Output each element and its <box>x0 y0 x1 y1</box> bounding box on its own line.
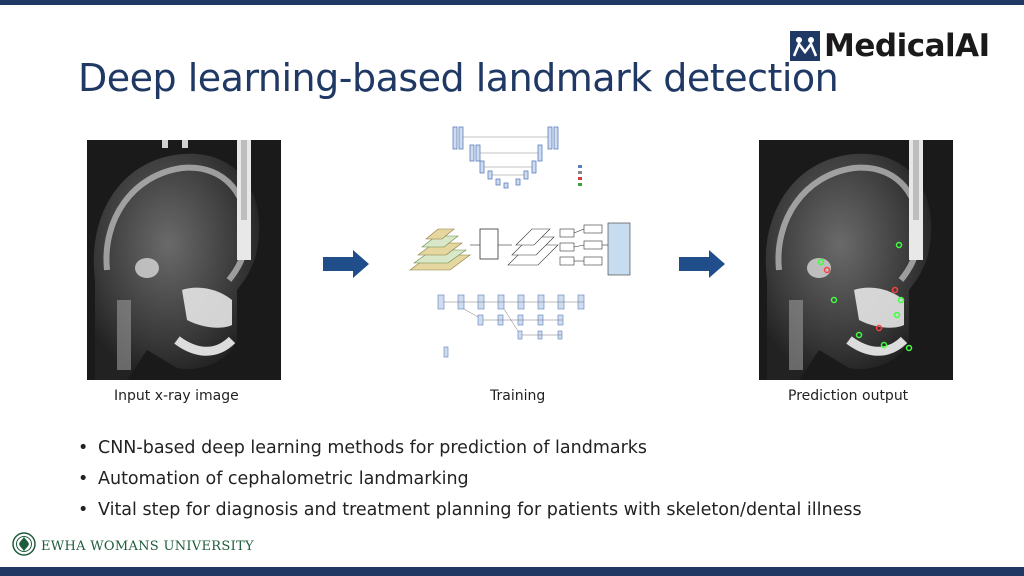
training-caption: Training <box>490 388 546 404</box>
bullet-item: • CNN-based deep learning methods for pre… <box>78 436 862 460</box>
top-accent-bar <box>0 0 1024 5</box>
bullet-text: Vital step for diagnosis and treatment p… <box>98 500 862 520</box>
right-arrow-icon <box>323 250 369 282</box>
training-network-diagrams <box>408 125 640 373</box>
prediction-output-image <box>759 140 953 380</box>
bullet-item: • Vital step for diagnosis and treatment … <box>78 498 862 522</box>
ewha-emblem-icon <box>12 532 36 560</box>
right-arrow-icon <box>679 250 725 282</box>
landmark-markers <box>817 241 913 352</box>
medicalai-logo: MedicalAI <box>790 28 990 64</box>
prediction-caption: Prediction output <box>788 388 909 404</box>
fpn-diagram <box>409 222 631 276</box>
bullet-dot-icon: • <box>78 438 89 458</box>
bullet-dot-icon: • <box>78 469 89 489</box>
bottom-accent-bar <box>0 567 1024 576</box>
bullet-list: • CNN-based deep learning methods for pre… <box>78 436 862 529</box>
medicalai-logo-icon <box>790 31 820 61</box>
slide-title: Deep learning-based landmark detection <box>78 56 839 100</box>
bullet-text: CNN-based deep learning methods for pred… <box>98 438 648 458</box>
university-name: EWHA WOMANS UNIVERSITY <box>41 538 254 554</box>
bullet-dot-icon: • <box>78 500 89 520</box>
brand-name: MedicalAI <box>824 28 990 64</box>
bullet-item: • Automation of cephalometric landmarking <box>78 467 862 491</box>
multiscale-network-diagram <box>437 294 585 358</box>
bullet-text: Automation of cephalometric landmarking <box>98 469 469 489</box>
input-xray-image <box>87 140 281 380</box>
university-footer: EWHA WOMANS UNIVERSITY <box>12 532 254 560</box>
input-caption: Input x-ray image <box>114 388 239 404</box>
unet-diagram <box>452 126 559 189</box>
